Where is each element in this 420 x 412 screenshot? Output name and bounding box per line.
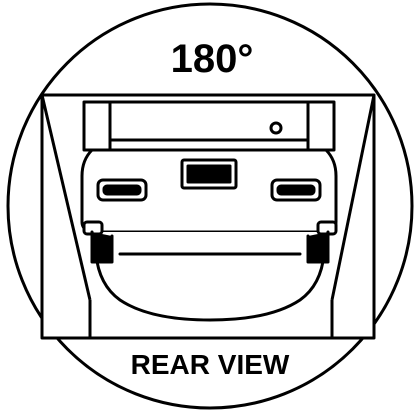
caption: REAR VIEW bbox=[131, 349, 290, 380]
trunk-lock bbox=[269, 121, 283, 135]
car-rear-icon bbox=[80, 100, 338, 322]
angle-label: 180° bbox=[171, 37, 254, 81]
rear-bumper bbox=[94, 230, 326, 322]
tire-left bbox=[90, 230, 114, 264]
rear-window bbox=[94, 100, 324, 142]
tire-right bbox=[306, 230, 330, 264]
